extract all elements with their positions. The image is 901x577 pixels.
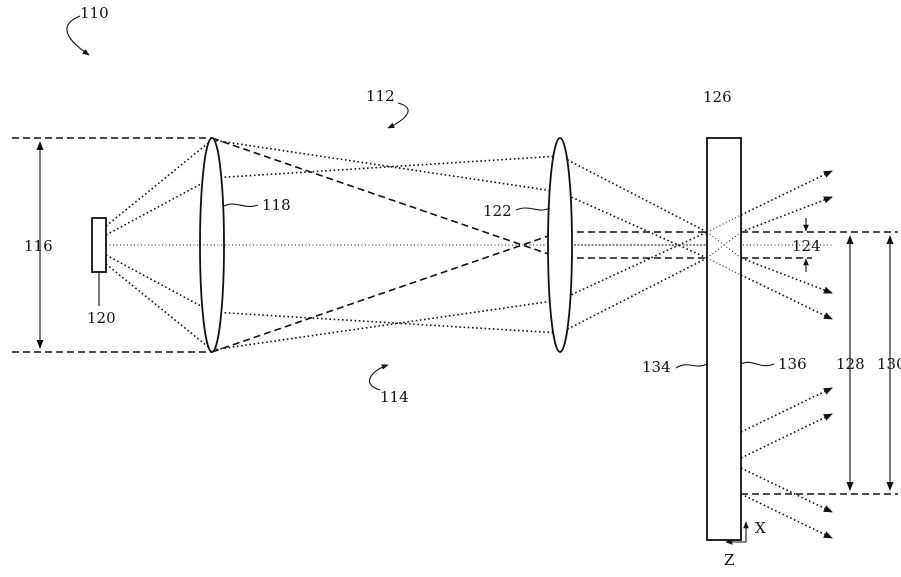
output-ray-upper-1 <box>741 171 832 215</box>
label-116: 116 <box>24 237 53 255</box>
ray-source-bottom <box>106 264 212 350</box>
output-ray-lower-2 <box>741 414 832 458</box>
label-130: 130 <box>877 355 901 373</box>
label-112: 112 <box>366 87 395 105</box>
label-110: 110 <box>80 4 109 22</box>
output-ray-upper-4 <box>741 275 832 319</box>
label-126: 126 <box>703 88 732 106</box>
ray-source-lower-mid <box>106 255 212 312</box>
ray-lens2-lower-b <box>560 258 707 333</box>
second-lens <box>548 138 572 352</box>
label-118: 118 <box>262 196 291 214</box>
ray-source-top <box>106 140 212 226</box>
label-136: 136 <box>778 355 807 373</box>
leader-134 <box>676 364 707 368</box>
leader-114 <box>370 365 388 390</box>
element-plate <box>707 138 741 540</box>
output-ray-lower-1 <box>741 388 832 432</box>
label-124: 124 <box>792 237 821 255</box>
ray-source-upper-mid <box>106 178 212 235</box>
output-ray-upper-2 <box>741 197 832 232</box>
light-source <box>92 218 106 272</box>
leader-118 <box>224 204 258 206</box>
leader-122 <box>516 208 550 210</box>
label-128: 128 <box>836 355 865 373</box>
label-114: 114 <box>380 388 409 406</box>
ray-lens2-lower-a <box>560 232 707 300</box>
label-axis-z: Z <box>724 551 734 569</box>
ray-lower-inner <box>212 312 560 333</box>
ray-lower-outer <box>212 300 560 350</box>
label-134: 134 <box>642 358 671 376</box>
label-axis-x: X <box>755 519 766 537</box>
output-ray-upper-3 <box>741 258 832 293</box>
ray-lens2-upper-a <box>560 156 707 232</box>
output-ray-lower-3 <box>741 468 832 512</box>
label-122: 122 <box>483 202 512 220</box>
ray-upper-outer <box>212 140 560 192</box>
ray-lens2-upper-b <box>560 192 707 258</box>
leader-112 <box>388 103 408 128</box>
label-120: 120 <box>87 309 116 327</box>
leader-136 <box>741 362 774 365</box>
ray-upper-inner <box>212 156 560 178</box>
dashed-ray-bottom-to-top <box>212 232 707 352</box>
